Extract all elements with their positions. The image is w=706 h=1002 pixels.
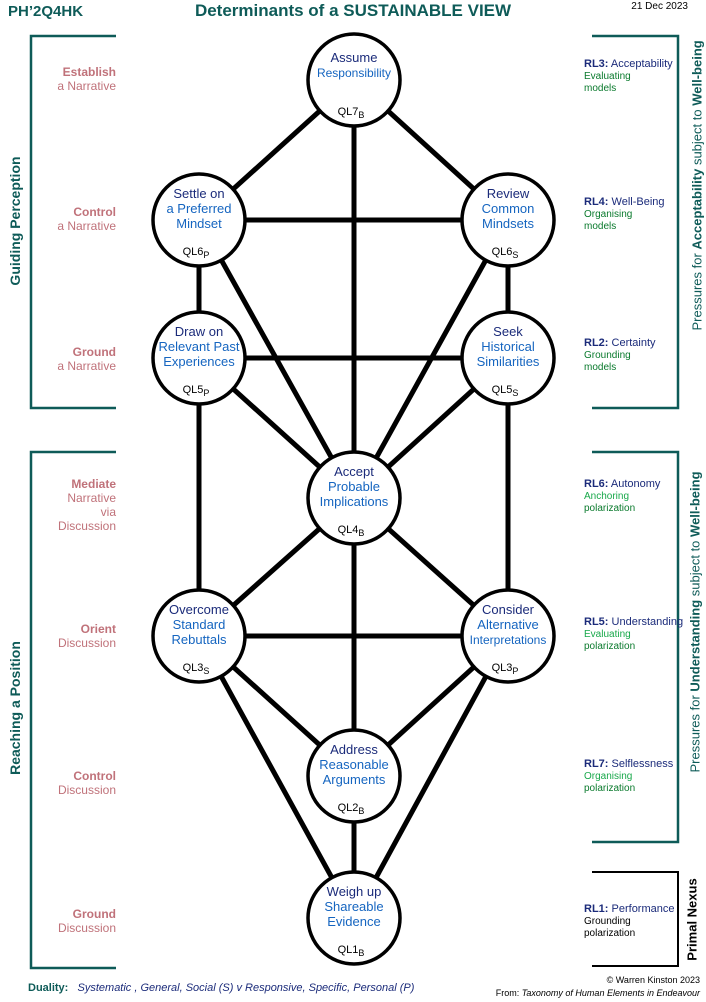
- document-code: PH’2Q4HK: [8, 3, 84, 20]
- node-circle: [306, 32, 402, 128]
- left-bracket-bottom: [29, 450, 116, 970]
- node-text: Experiences: [163, 354, 235, 369]
- node-text: Probable: [328, 479, 380, 494]
- source-citation: From: Taxonomy of Human Elements in Ende…: [495, 988, 700, 998]
- node-code: QL6S: [492, 246, 519, 260]
- node-text: Consider: [482, 602, 535, 617]
- node-circle: [460, 588, 556, 684]
- node-text: Shareable: [324, 899, 383, 914]
- node-text: Alternative: [477, 617, 538, 632]
- copyright: © Warren Kinston 2023: [606, 975, 700, 985]
- node-code: QL5S: [492, 384, 519, 398]
- page-title: Determinants of a SUSTAINABLE VIEW: [194, 1, 512, 20]
- node-code: QL6P: [183, 246, 210, 260]
- node-code: QL4B: [338, 524, 365, 538]
- node-code: QL5P: [183, 384, 210, 398]
- node-circle: [151, 310, 247, 406]
- node-text: Evidence: [327, 914, 380, 929]
- node-circle: [306, 728, 402, 824]
- node-code: QL7B: [338, 106, 365, 120]
- node-text: Implications: [320, 494, 389, 509]
- node-text: Standard: [173, 617, 226, 632]
- date-label: 21 Dec 2023: [631, 1, 688, 12]
- right-bracket-bottom: [592, 450, 680, 844]
- node-text: Weigh up: [327, 884, 382, 899]
- right-bracket-nexus: [592, 871, 679, 967]
- node-text: Relevant Past: [159, 339, 240, 354]
- duality-legend: Duality: Systematic , General, Social (S…: [28, 982, 415, 994]
- node-text: Mindsets: [482, 216, 535, 231]
- edge-ql3p-ql1: [351, 633, 511, 921]
- node-text: Reasonable: [319, 757, 388, 772]
- node-text: Common: [482, 201, 535, 216]
- node-circle: [460, 310, 556, 406]
- node-code: QL3P: [492, 662, 519, 676]
- node-text: Historical: [481, 339, 535, 354]
- node-code: QL1B: [338, 944, 365, 958]
- node-circle: [151, 172, 247, 268]
- node-text: Address: [330, 742, 378, 757]
- node-circle: [306, 450, 402, 546]
- node-text: Draw on: [175, 324, 223, 339]
- node-text: Assume: [331, 50, 378, 65]
- node-text: Rebuttals: [172, 632, 227, 647]
- node-circle: [460, 172, 556, 268]
- node-text: Accept: [334, 464, 374, 479]
- section-pressures-understanding: Pressures for Understanding subject to W…: [687, 471, 703, 773]
- edge-ql3s-ql1: [196, 633, 357, 921]
- node-text: Arguments: [323, 772, 386, 787]
- node-text: Overcome: [169, 602, 229, 617]
- node-text: Seek: [493, 324, 523, 339]
- node-text: Review: [487, 186, 530, 201]
- node-code: QL2B: [338, 802, 365, 816]
- node-text: Settle on: [173, 186, 224, 201]
- right-bracket-top: [592, 34, 680, 410]
- node-text: Interpretations: [470, 633, 547, 647]
- section-reaching-position: Reaching a Position: [7, 641, 23, 775]
- node-text: a Preferred: [166, 201, 231, 216]
- node-circle: [306, 870, 402, 966]
- node-circle: [151, 588, 247, 684]
- node-text: Similarities: [477, 354, 540, 369]
- node-text: Mindset: [176, 216, 222, 231]
- node-code: QL3S: [183, 662, 210, 676]
- left-bracket-top: [29, 34, 116, 410]
- node-text: Responsibility: [317, 66, 391, 80]
